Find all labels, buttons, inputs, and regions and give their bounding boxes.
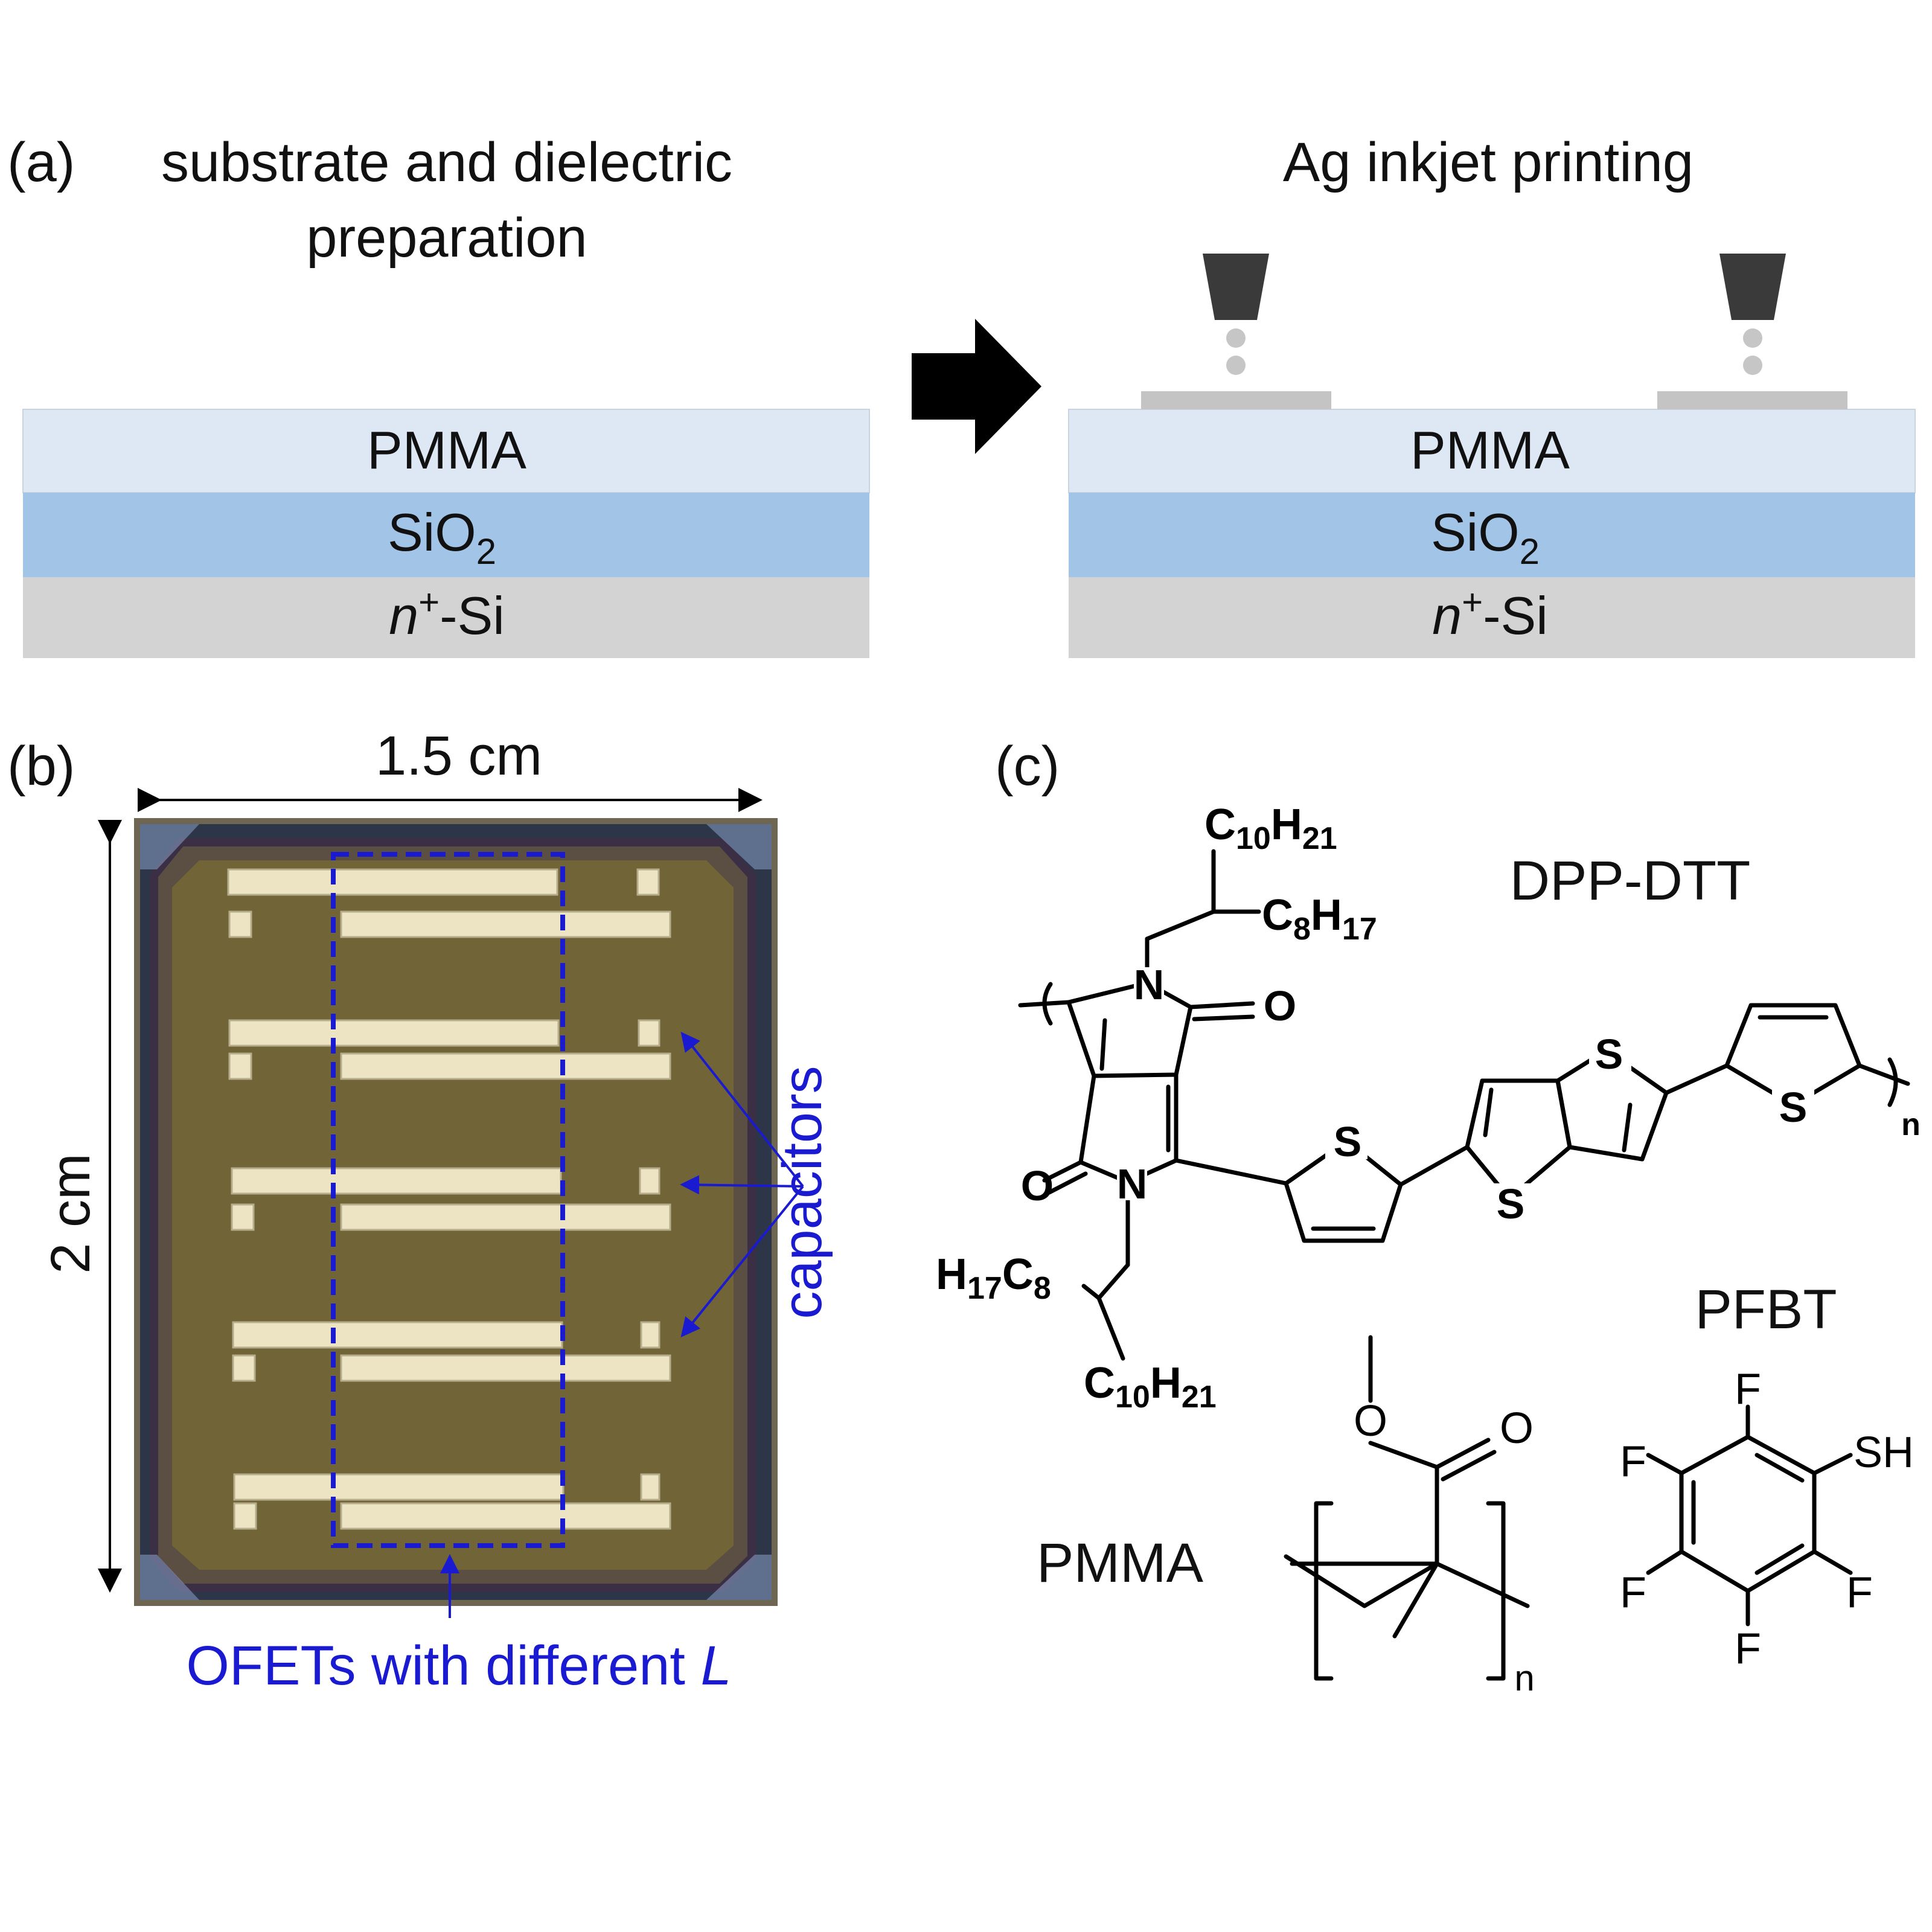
svg-text:S: S	[1334, 1118, 1362, 1165]
sio2-layer	[1069, 493, 1915, 577]
sio2-layer-label: SiO2	[1431, 502, 1540, 572]
width-dimension-label: 1.5 cm	[376, 725, 542, 787]
si-layer-label: n+-Si	[1432, 582, 1548, 645]
electrode-pair	[227, 868, 671, 938]
svg-text:C10H21: C10H21	[1204, 801, 1337, 856]
electrode-pair	[233, 1473, 671, 1530]
ofets-label: OFETs with different L	[186, 1635, 731, 1697]
left-step-title-line2: preparation	[306, 207, 587, 269]
pfbt-name: PFBT	[1695, 1279, 1837, 1340]
sio2-layer	[23, 493, 869, 577]
ag-electrode-right	[1657, 391, 1847, 409]
svg-text:S: S	[1497, 1180, 1525, 1227]
svg-text:n: n	[1514, 1658, 1534, 1698]
ink-droplet	[1743, 328, 1762, 348]
pmma-layer	[1068, 409, 1916, 493]
svg-text:C8H17: C8H17	[1262, 891, 1377, 947]
panel-a-label: (a)	[7, 132, 75, 193]
si-layer	[1069, 577, 1915, 658]
svg-text:SH: SH	[1854, 1428, 1914, 1477]
pmma-layer-label: PMMA	[1410, 420, 1570, 480]
panel-b: (b) 1.5 cm 2 cm	[7, 725, 833, 1697]
inkjet-nozzle-right	[1719, 254, 1786, 320]
svg-text:O: O	[1354, 1397, 1387, 1445]
right-step-title: Ag inkjet printing	[1283, 132, 1694, 193]
ink-droplet	[1226, 356, 1246, 375]
panel-c: (c) DPP-DTT PFBT PMMA	[936, 735, 1921, 1698]
pmma-layer	[22, 409, 870, 493]
pmma-layer-label: PMMA	[367, 420, 526, 480]
capacitors-label: capacitors	[772, 1066, 833, 1319]
svg-text:F: F	[1735, 1365, 1761, 1413]
pmma-structure: O O n	[1284, 1335, 1535, 1698]
svg-text:F: F	[1620, 1569, 1646, 1617]
ink-droplet	[1226, 328, 1246, 348]
process-arrow	[912, 319, 1041, 454]
electrode-pair	[228, 1019, 671, 1080]
panel-c-label: (c)	[995, 735, 1060, 797]
panel-b-label: (b)	[7, 735, 75, 797]
svg-text:N: N	[1134, 961, 1165, 1008]
ag-electrode-left	[1141, 391, 1331, 409]
svg-text:N: N	[1117, 1160, 1148, 1208]
sio2-layer-label: SiO2	[388, 502, 496, 572]
left-step-title-line1: substrate and dielectric	[161, 132, 732, 193]
device-photo	[134, 818, 778, 1606]
svg-text:F: F	[1620, 1438, 1646, 1486]
svg-text:F: F	[1735, 1625, 1761, 1673]
inkjet-nozzle-left	[1203, 254, 1269, 320]
right-layer-stack: PMMA SiO2 n+-Si	[1068, 254, 1916, 658]
panel-a: (a) substrate and dielectric preparation…	[7, 132, 1916, 658]
svg-text:n: n	[1901, 1107, 1921, 1142]
si-layer-label: n+-Si	[389, 582, 505, 645]
electrode-pair	[232, 1321, 671, 1382]
svg-text:S: S	[1595, 1031, 1623, 1078]
svg-text:O: O	[1500, 1404, 1534, 1453]
svg-text:S: S	[1779, 1084, 1808, 1131]
svg-text:F: F	[1846, 1569, 1873, 1617]
svg-text:C10H21: C10H21	[1084, 1359, 1217, 1415]
capacitor-annotation: capacitors	[680, 1031, 833, 1338]
height-dimension-label: 2 cm	[40, 1153, 101, 1273]
dpp-dtt-name: DPP-DTT	[1510, 850, 1751, 912]
dpp-dtt-atom-labels: N N O O S S S S n C10H21 C8H17 H17C8 C10…	[936, 801, 1921, 1415]
ink-droplet	[1743, 356, 1762, 375]
svg-text:O: O	[1264, 982, 1296, 1029]
pmma-name: PMMA	[1037, 1532, 1204, 1594]
svg-text:O: O	[1021, 1162, 1054, 1209]
left-layer-stack: PMMA SiO2 n+-Si	[22, 409, 870, 658]
pfbt-structure: F SH F F F F	[1620, 1365, 1914, 1673]
svg-text:H17C8: H17C8	[936, 1250, 1051, 1306]
si-layer	[23, 577, 869, 658]
ofet-annotation: OFETs with different L	[186, 1554, 732, 1697]
